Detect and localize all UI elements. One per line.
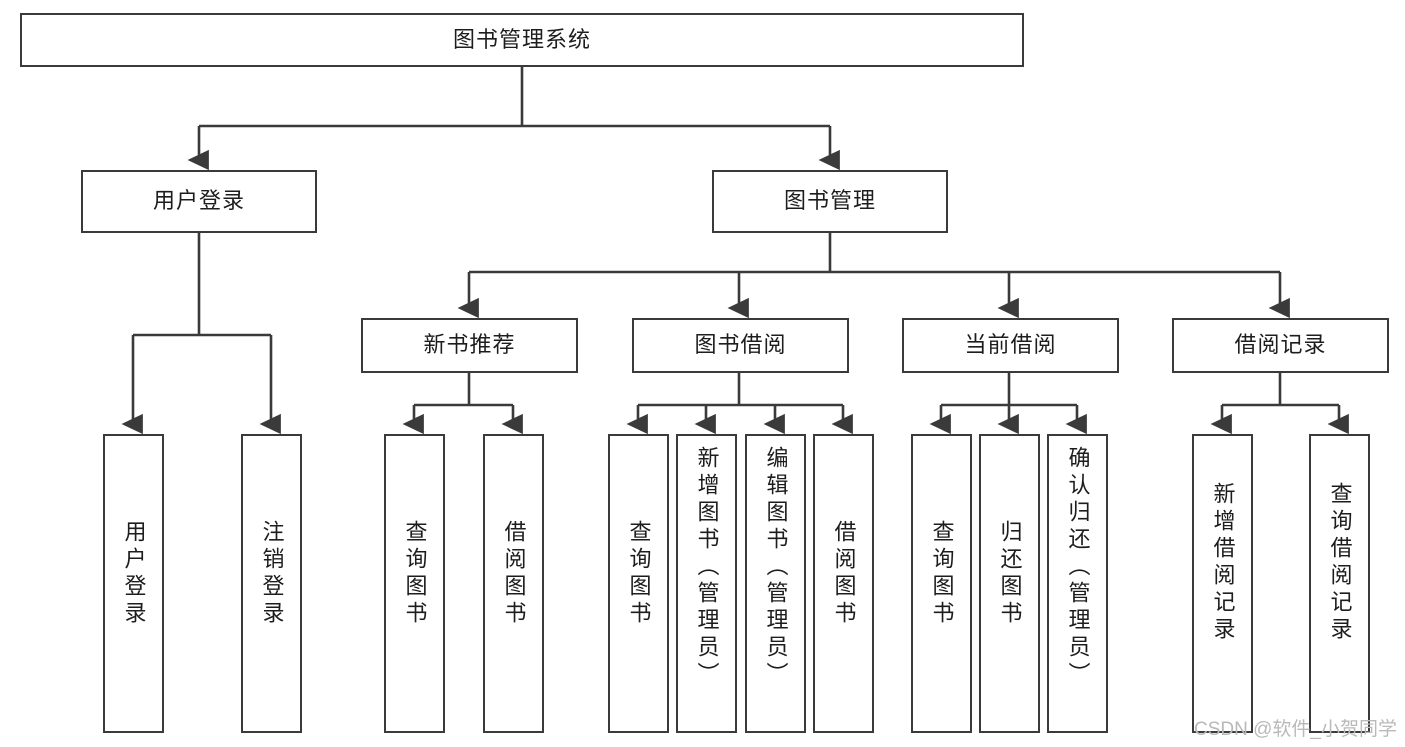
node-book-manage[interactable]: 图书管理	[712, 170, 948, 233]
csdn-watermark: CSDN @软件_小贺同学	[1194, 719, 1397, 740]
leaf-add-book-label: 新增图书（管理员）	[694, 446, 720, 689]
leaf-query-record-label: 查询借阅记录	[1327, 482, 1353, 644]
leaf-return-book-label: 归还图书	[997, 520, 1023, 628]
node-user-login-label: 用户登录	[152, 188, 245, 214]
leaf-borrow-book-1[interactable]: 借阅图书	[483, 434, 544, 733]
node-book-borrow-label: 图书借阅	[694, 332, 787, 358]
leaf-borrow-book-2[interactable]: 借阅图书	[813, 434, 874, 733]
leaf-return-book[interactable]: 归还图书	[979, 434, 1040, 733]
leaf-logout-login-label: 注销登录	[259, 520, 285, 628]
node-borrow-record-label: 借阅记录	[1234, 332, 1327, 358]
leaf-edit-book-label: 编辑图书（管理员）	[763, 446, 789, 689]
leaf-query-record[interactable]: 查询借阅记录	[1309, 434, 1370, 733]
node-book-manage-label: 图书管理	[783, 188, 876, 214]
leaf-add-record-label: 新增借阅记录	[1210, 482, 1236, 644]
leaf-confirm-return-label: 确认归还（管理员）	[1065, 446, 1091, 689]
node-borrow-record[interactable]: 借阅记录	[1172, 318, 1389, 373]
leaf-borrow-book-2-label: 借阅图书	[831, 520, 857, 628]
leaf-user-login[interactable]: 用户登录	[103, 434, 164, 733]
node-new-book-recommend[interactable]: 新书推荐	[361, 318, 578, 373]
leaf-query-book-3-label: 查询图书	[929, 520, 955, 628]
node-new-book-recommend-label: 新书推荐	[423, 332, 516, 358]
node-book-borrow[interactable]: 图书借阅	[632, 318, 849, 373]
leaf-borrow-book-1-label: 借阅图书	[501, 520, 527, 628]
node-current-borrow[interactable]: 当前借阅	[902, 318, 1119, 373]
node-current-borrow-label: 当前借阅	[964, 332, 1057, 358]
leaf-edit-book[interactable]: 编辑图书（管理员）	[745, 434, 806, 733]
leaf-user-login-label: 用户登录	[121, 520, 147, 628]
leaf-add-record[interactable]: 新增借阅记录	[1192, 434, 1253, 733]
leaf-query-book-2[interactable]: 查询图书	[608, 434, 669, 733]
leaf-add-book[interactable]: 新增图书（管理员）	[676, 434, 737, 733]
leaf-query-book-1-label: 查询图书	[402, 520, 428, 628]
node-root-label: 图书管理系统	[452, 26, 591, 52]
leaf-query-book-1[interactable]: 查询图书	[384, 434, 445, 733]
node-user-login[interactable]: 用户登录	[81, 170, 317, 233]
leaf-logout-login[interactable]: 注销登录	[241, 434, 302, 733]
leaf-confirm-return[interactable]: 确认归还（管理员）	[1047, 434, 1108, 733]
node-root[interactable]: 图书管理系统	[20, 13, 1024, 67]
leaf-query-book-3[interactable]: 查询图书	[911, 434, 972, 733]
leaf-query-book-2-label: 查询图书	[626, 520, 652, 628]
